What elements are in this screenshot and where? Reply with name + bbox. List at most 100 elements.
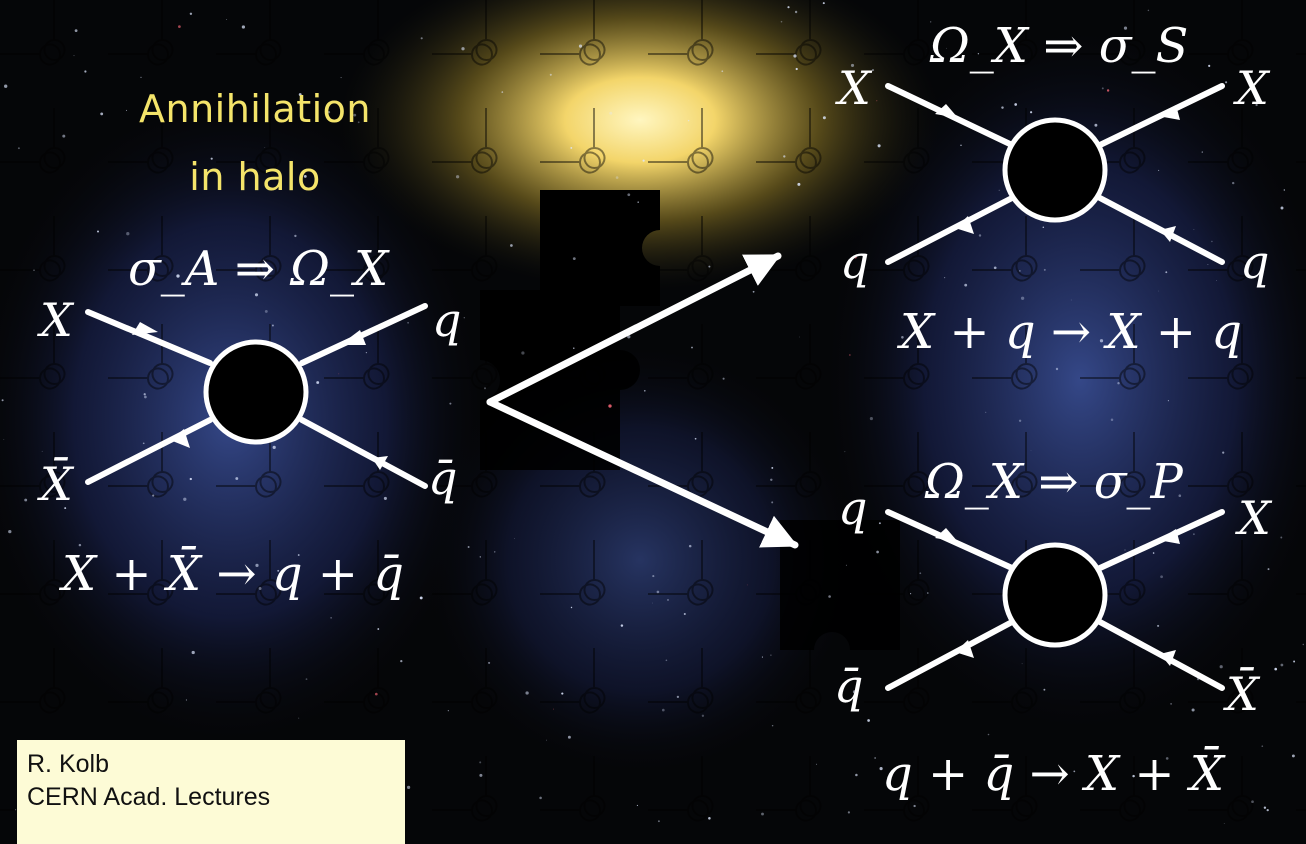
star [1251, 800, 1254, 803]
star [1044, 269, 1046, 271]
star [627, 193, 630, 196]
star [876, 100, 877, 101]
star [456, 175, 459, 178]
star [879, 522, 881, 524]
star [1211, 241, 1212, 242]
star [667, 599, 668, 600]
production-label-in-bottom: q̄ [834, 659, 863, 713]
star [1293, 661, 1295, 663]
star [771, 501, 773, 503]
star [637, 805, 638, 806]
star [723, 378, 725, 380]
star [521, 351, 524, 354]
star [561, 693, 563, 695]
star [1153, 552, 1155, 554]
star [338, 374, 339, 375]
star [375, 693, 378, 696]
star [870, 417, 873, 420]
star [846, 565, 847, 566]
star [126, 232, 129, 235]
star [1014, 103, 1017, 106]
star [1284, 189, 1285, 190]
star [1102, 87, 1104, 89]
credit-box: R. Kolb CERN Acad. Lectures [17, 740, 405, 844]
star [488, 662, 490, 664]
star [190, 478, 192, 480]
star [377, 628, 379, 630]
star [979, 234, 981, 236]
star [1107, 89, 1109, 91]
star [1216, 280, 1217, 281]
star [1148, 10, 1150, 12]
star [1094, 124, 1097, 127]
scattering-vertex [1005, 120, 1105, 220]
star [75, 29, 78, 32]
star [8, 530, 11, 533]
star [1071, 300, 1072, 301]
star [494, 551, 495, 552]
star [546, 740, 547, 741]
star [662, 709, 665, 712]
star [753, 291, 755, 293]
star [183, 498, 186, 501]
star [1207, 264, 1208, 265]
star [573, 257, 576, 260]
star [514, 538, 515, 539]
star [702, 715, 704, 717]
star [787, 6, 789, 8]
star [1043, 689, 1045, 691]
star [4, 85, 7, 88]
star [420, 596, 423, 599]
star [793, 54, 796, 57]
star [1202, 151, 1203, 152]
star [341, 77, 342, 78]
missing-piece-bottom [780, 520, 900, 650]
star [772, 725, 773, 726]
star [407, 322, 409, 324]
star [553, 709, 554, 710]
star [1303, 644, 1304, 645]
star [235, 477, 238, 480]
star [461, 47, 464, 50]
star [1274, 668, 1277, 671]
star [1220, 665, 1223, 668]
star [927, 592, 929, 594]
star [1267, 809, 1269, 811]
star [190, 13, 192, 15]
star [178, 25, 181, 28]
star [330, 617, 331, 618]
star [1222, 452, 1224, 454]
scattering-header: Ω_X ⇒ σ_S [929, 18, 1188, 74]
star [501, 91, 503, 93]
star [1232, 182, 1234, 184]
star [407, 786, 410, 789]
star [1292, 754, 1295, 757]
star [721, 70, 723, 72]
star [616, 176, 619, 179]
star [797, 183, 800, 186]
star [796, 68, 798, 70]
production-header: Ω_X ⇒ σ_P [924, 454, 1183, 510]
star [1157, 625, 1159, 627]
annihilation-label-out-bottom: q̄ [428, 451, 457, 505]
star [1192, 708, 1195, 711]
heading-line-2: in halo [90, 154, 420, 200]
star [510, 244, 513, 247]
star [644, 390, 646, 392]
star [484, 387, 486, 389]
star [366, 352, 367, 353]
annihilation-header: σ_A ⇒ Ω_X [128, 241, 390, 297]
star [919, 572, 921, 574]
star [795, 11, 797, 13]
star [97, 230, 99, 232]
star [770, 479, 772, 481]
star [448, 710, 449, 711]
star [643, 160, 645, 162]
star [799, 337, 800, 338]
star [1225, 81, 1227, 83]
star [608, 404, 611, 407]
star [658, 820, 660, 822]
star [525, 691, 528, 694]
star [695, 438, 697, 440]
star [1158, 170, 1159, 171]
